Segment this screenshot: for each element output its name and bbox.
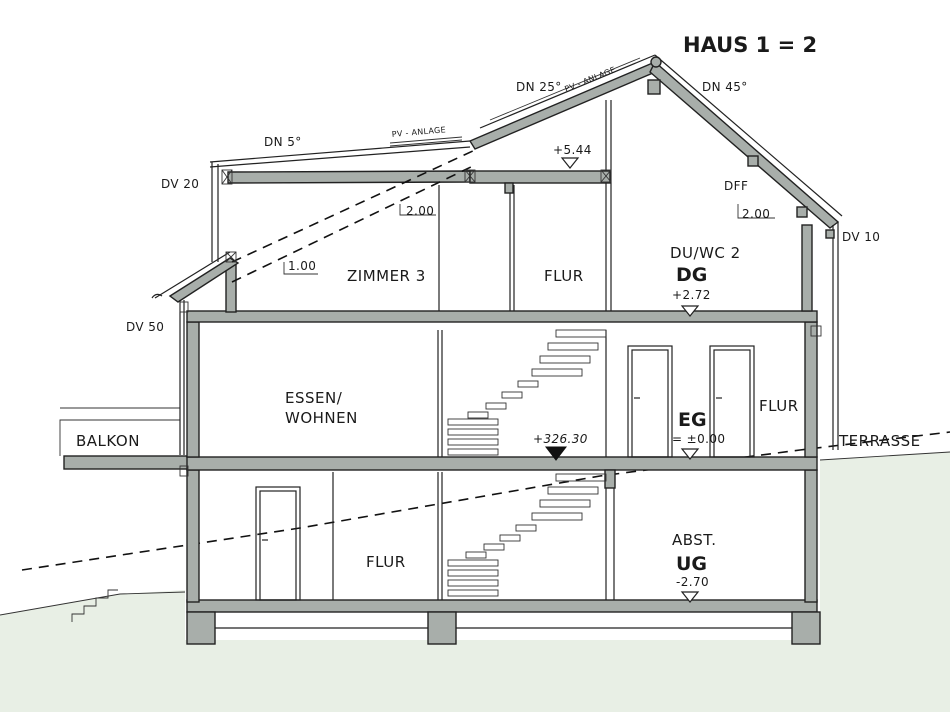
dashed-roof-line-2 [231, 164, 476, 283]
pv-panel-high [489, 57, 641, 121]
foundation-left [186, 611, 216, 645]
dg-floor-slab [186, 310, 818, 323]
pitch-flat-label: DN 5° [264, 135, 302, 149]
h200-right-bracket [737, 204, 775, 219]
absolute-level-value: +326.30 [533, 432, 588, 446]
door-eg-2 [709, 345, 755, 458]
roof-right-slope [649, 60, 840, 229]
dg-level-marker [680, 305, 700, 317]
h100-label: 1.00 [288, 259, 316, 273]
dv50-label: DV 50 [126, 320, 164, 334]
drawing-title: HAUS 1 = 2 [683, 33, 817, 57]
ug-wall-right [804, 469, 818, 603]
collar-beam [469, 170, 611, 184]
dashed-roof-line-1 [231, 149, 476, 263]
lower-roof-top [154, 251, 231, 299]
eg-level-name: EG [678, 409, 707, 431]
balcony-slab [63, 455, 191, 470]
roof-right-top [654, 54, 843, 217]
ug-floor-slab [186, 599, 818, 613]
label-terrasse: TERRASSE [838, 432, 921, 450]
room-flur-eg: FLUR [759, 397, 799, 415]
purlin-markers [179, 169, 822, 477]
ug-level-name: UG [676, 553, 707, 575]
eg-stairs [447, 329, 607, 456]
eg-wall-right [804, 321, 818, 458]
ridge-level-value: +5.44 [553, 143, 592, 157]
room-abst: ABST. [672, 531, 716, 549]
foundation-middle [427, 611, 457, 645]
h100-bracket [283, 262, 318, 275]
label-balkon: BALKON [76, 432, 140, 450]
room-flur-ug: FLUR [366, 553, 406, 571]
pitch-left-label: DN 25° [516, 80, 562, 94]
dg-level-value: +2.72 [672, 288, 711, 302]
balcony-railing [59, 419, 180, 456]
ridge-block [647, 79, 661, 95]
eg-wall-left [186, 321, 200, 458]
pitch-right-label: DN 45° [702, 80, 748, 94]
door-eg-1 [627, 345, 673, 458]
terrain [0, 590, 185, 712]
dff-label: DFF [724, 179, 748, 193]
ridge-purlin [650, 56, 662, 68]
terrain-under-house [185, 640, 825, 712]
terrain-right [820, 452, 950, 712]
flat-roof-top-2 [209, 146, 471, 168]
terrain-line-right [819, 451, 950, 461]
room-du-wc2: DU/WC 2 [670, 244, 741, 262]
dv20-label: DV 20 [161, 177, 199, 191]
dv10-label: DV 10 [842, 230, 880, 244]
eg-floor-slab [186, 456, 818, 471]
eg-level-marker [680, 448, 700, 460]
h200-right-label: 2.00 [742, 207, 770, 221]
flat-roof-beam [227, 170, 471, 184]
gutter-right [825, 229, 835, 239]
original-terrain-line [21, 431, 950, 571]
pv-low-label: PV - ANLAGE [391, 125, 446, 139]
dg-kneewall-right [801, 224, 813, 312]
roof-window-top [747, 155, 759, 167]
pv-panel-low-2 [389, 139, 463, 147]
room-essen-wohnen-line2: WOHNEN [285, 409, 358, 427]
pv-panel-low [389, 136, 463, 144]
ug-stairs [447, 473, 607, 597]
terrain-line [0, 591, 186, 616]
beam-post [504, 182, 514, 194]
roof-window-bottom [796, 206, 808, 218]
room-flur-dg: FLUR [544, 267, 584, 285]
absolute-level-marker [544, 446, 568, 461]
door-ug [255, 486, 301, 601]
ug-level-value: -2.70 [676, 575, 709, 589]
room-essen-wohnen-line1: ESSEN/ [285, 389, 343, 407]
h200-left-label: 2.00 [406, 204, 434, 218]
h200-left-bracket [399, 204, 436, 216]
eg-level-value: = ±0.00 [672, 432, 725, 446]
stair-landing-beam [604, 469, 616, 489]
ug-wall-left [186, 469, 200, 603]
roof-left-slope [468, 61, 662, 150]
flat-roof-top [209, 140, 471, 163]
room-zimmer3: ZIMMER 3 [347, 267, 426, 285]
gutter-left [151, 293, 163, 299]
foundation-right [791, 611, 821, 645]
dg-level-name: DG [676, 264, 707, 286]
lower-roof-left [168, 257, 240, 303]
ug-level-marker [680, 591, 700, 603]
ridge-level-marker [560, 157, 580, 169]
roof-left-top [479, 54, 656, 129]
exterior-steps [71, 589, 118, 622]
